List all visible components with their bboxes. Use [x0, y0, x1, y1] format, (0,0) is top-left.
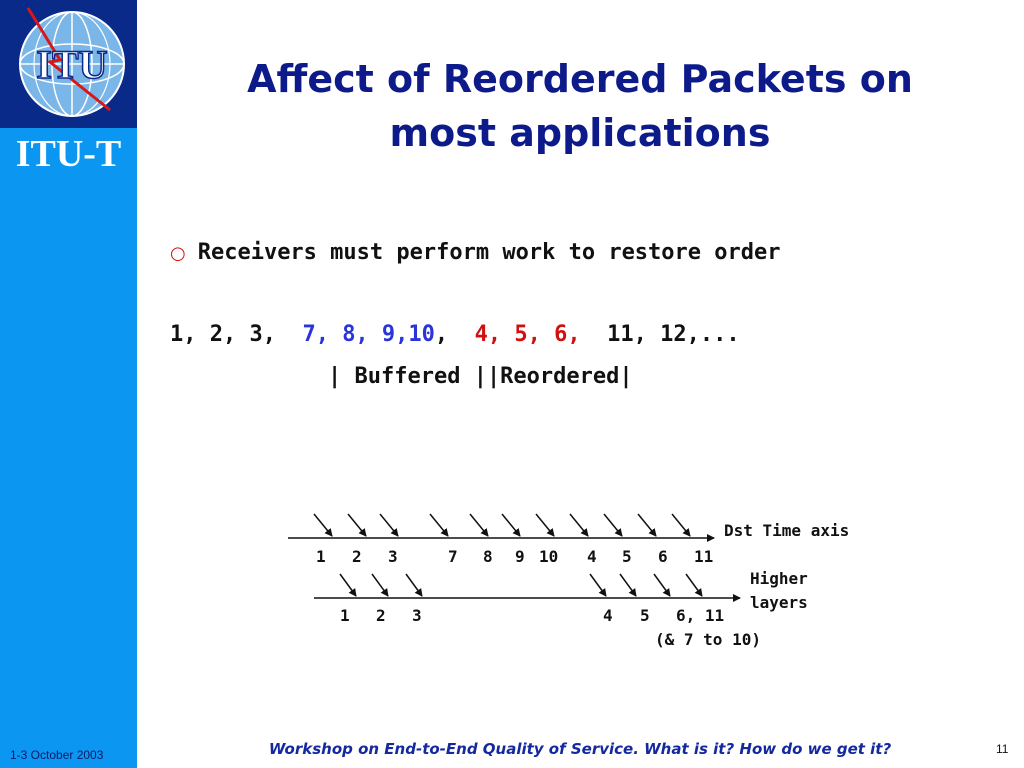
circle-bullet-icon: ○ — [170, 243, 186, 264]
delivery-arrow — [339, 573, 357, 597]
dst-time-axis-label: Dst Time axis — [724, 521, 850, 540]
footer-date: 1-3 October 2003 — [10, 748, 104, 762]
bottom-seq-number: 6, 11 — [676, 606, 725, 625]
seq-reordered: 4, 5, 6, — [474, 322, 581, 347]
title-line-2: most applications — [389, 111, 771, 155]
top-seq-number: 7 — [448, 547, 458, 566]
arrival-arrow — [501, 513, 521, 537]
arrival-arrow — [469, 513, 489, 537]
bottom-deliveries — [339, 573, 703, 597]
buffered-reordered-label: | Buffered ||Reordered| — [328, 364, 633, 389]
arrival-arrow — [429, 513, 449, 537]
arrival-arrow — [603, 513, 623, 537]
footer-title: Workshop on End-to-End Quality of Servic… — [268, 740, 892, 758]
bottom-note: (& 7 to 10) — [655, 630, 761, 649]
arrival-arrow — [535, 513, 555, 537]
delivery-arrow — [653, 573, 671, 597]
itu-logo: ITU — [0, 0, 137, 128]
org-name: ITU-T — [15, 133, 122, 175]
seq-buffered: 7, 8, 9,10 — [302, 322, 435, 347]
arrival-arrow — [569, 513, 589, 537]
higher-layers-label-line-1: Higher — [750, 569, 808, 588]
bullet-text: Receivers must perform work to restore o… — [197, 240, 781, 265]
packet-sequence: 1, 2, 3, 7, 8, 9,10, 4, 5, 6, 11, 12,... — [170, 322, 740, 347]
top-seq-number: 3 — [388, 547, 398, 566]
itu-globe-icon: ITU — [0, 0, 137, 128]
top-seq-number: 4 — [587, 547, 597, 566]
top-seq-number: 5 — [622, 547, 632, 566]
seq-in-order: 1, 2, 3, — [170, 322, 303, 347]
slide-title: Affect of Reordered Packets on most appl… — [160, 52, 1000, 160]
delivery-arrow — [589, 573, 607, 597]
bottom-seq-number: 3 — [412, 606, 422, 625]
top-seq-number: 1 — [316, 547, 326, 566]
sidebar: ITU ITU-T 1-3 October 2003 — [0, 0, 137, 768]
arrival-arrow — [379, 513, 399, 537]
top-seq-number: 11 — [694, 547, 714, 566]
arrival-arrow — [637, 513, 657, 537]
top-seq-number: 6 — [658, 547, 668, 566]
page-number: 11 — [996, 742, 1009, 756]
bottom-seq-number: 5 — [640, 606, 650, 625]
delivery-arrow — [619, 573, 637, 597]
top-arrivals — [313, 513, 691, 537]
bottom-seq-number: 4 — [603, 606, 613, 625]
arrival-arrow — [347, 513, 367, 537]
top-seq-number: 10 — [539, 547, 559, 566]
seq-separator: , — [434, 322, 475, 347]
bottom-seq-number: 2 — [376, 606, 386, 625]
bullet-item: ○ Receivers must perform work to restore … — [170, 240, 781, 265]
higher-layers-label-line-2: layers — [750, 593, 808, 612]
top-seq-number: 9 — [515, 547, 525, 566]
delivery-arrow — [685, 573, 703, 597]
arrival-arrow — [313, 513, 333, 537]
arrival-arrow — [671, 513, 691, 537]
delivery-arrow — [405, 573, 423, 597]
bottom-seq-number: 1 — [340, 606, 350, 625]
seq-tail: 11, 12,... — [580, 322, 740, 347]
title-line-1: Affect of Reordered Packets on — [247, 57, 913, 101]
logo-text: ITU — [36, 42, 107, 87]
delivery-arrow — [371, 573, 389, 597]
top-seq-number: 8 — [483, 547, 493, 566]
top-seq-number: 2 — [352, 547, 362, 566]
